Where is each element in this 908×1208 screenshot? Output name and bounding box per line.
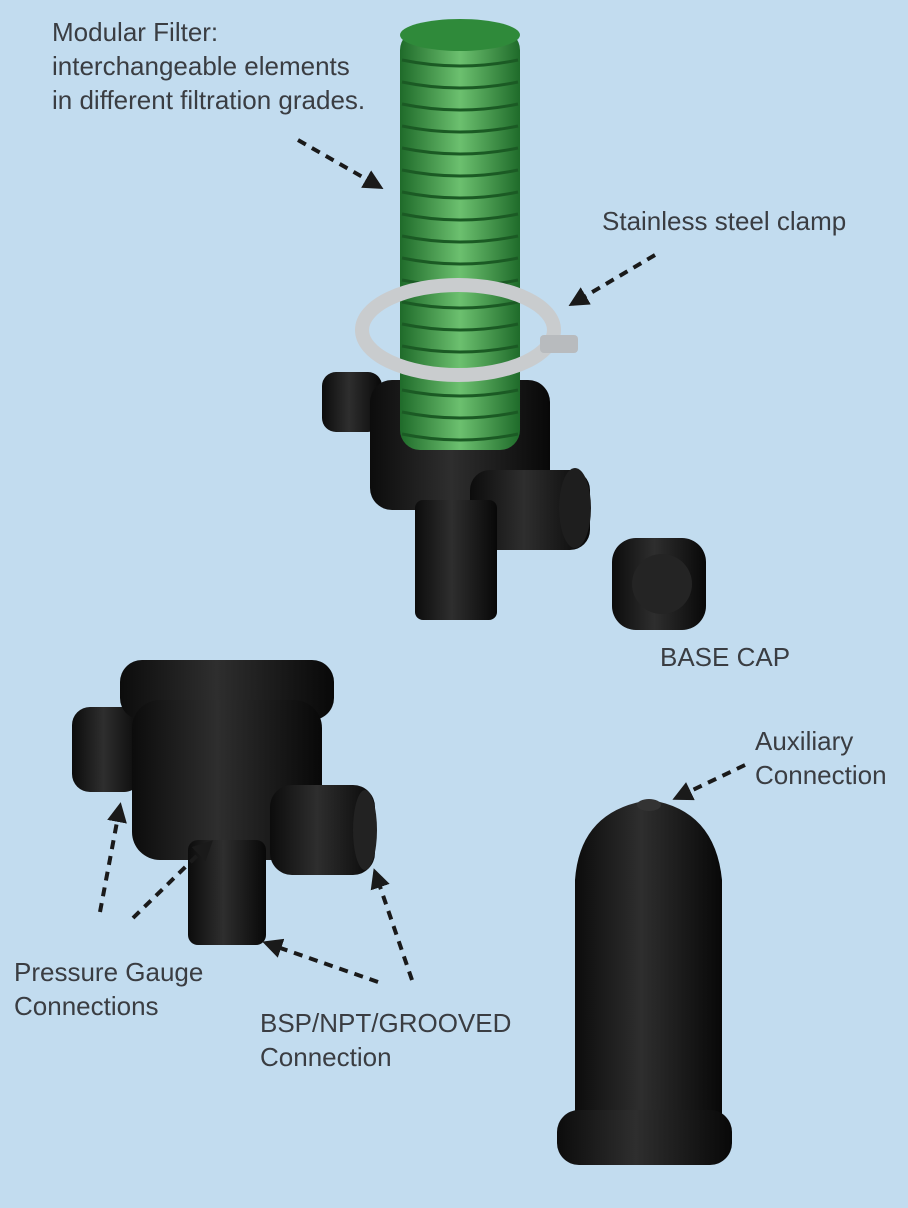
arrow-pressure-gauge-2 [131,840,213,920]
arrow-pressure-gauge-1 [98,802,127,913]
base-cap [612,538,706,630]
filter-mesh-ring [401,256,519,266]
label-bsp-connection: BSP/NPT/GROOVED Connection [260,1006,511,1074]
label-clamp: Stainless steel clamp [602,206,847,236]
filter-mesh-ring [401,432,519,442]
arrow-auxiliary [672,763,746,801]
label-line: Modular Filter: [52,17,219,47]
filter-mesh-ring [401,168,519,178]
label-pressure-gauge: Pressure Gauge Connections [14,955,203,1023]
filter-mesh-ring [401,410,519,420]
label-modular-filter: Modular Filter: interchangeable elements… [52,15,365,117]
filter-mesh-ring [401,80,519,90]
arrow-bsp-2 [370,868,414,981]
filter-mesh-ring [401,344,519,354]
filter-mesh-ring [401,234,519,244]
filter-mesh-ring [401,212,519,222]
label-base-cap: BASE CAP [660,642,791,672]
filter-mesh-ring [401,102,519,112]
filter-bowl [557,799,732,1165]
filter-element [400,19,520,450]
filter-mesh-ring [401,300,519,310]
label-line: BSP/NPT/GROOVED [260,1008,512,1038]
filter-mesh-ring [401,146,519,156]
filter-mesh-ring [401,388,519,398]
label-line: Connection [755,760,887,790]
label-line: Auxiliary [755,726,854,756]
label-line: Connection [260,1042,392,1072]
label-auxiliary: Auxiliary Connection [755,724,887,792]
filter-mesh-ring [401,58,519,68]
filter-mesh-ring [401,124,519,134]
label-line: Connections [14,991,159,1021]
label-line: interchangeable elements [52,51,350,81]
filter-mesh-ring [401,190,519,200]
label-line: in different filtration grades. [52,85,366,115]
stainless-steel-clamp [355,278,578,382]
arrow-clamp [568,253,657,307]
label-line: Pressure Gauge [14,957,204,987]
filter-mesh-ring [401,322,519,332]
lower-housing [72,660,377,945]
arrow-modular-filter [297,138,384,189]
arrow-bsp-1 [262,938,379,984]
